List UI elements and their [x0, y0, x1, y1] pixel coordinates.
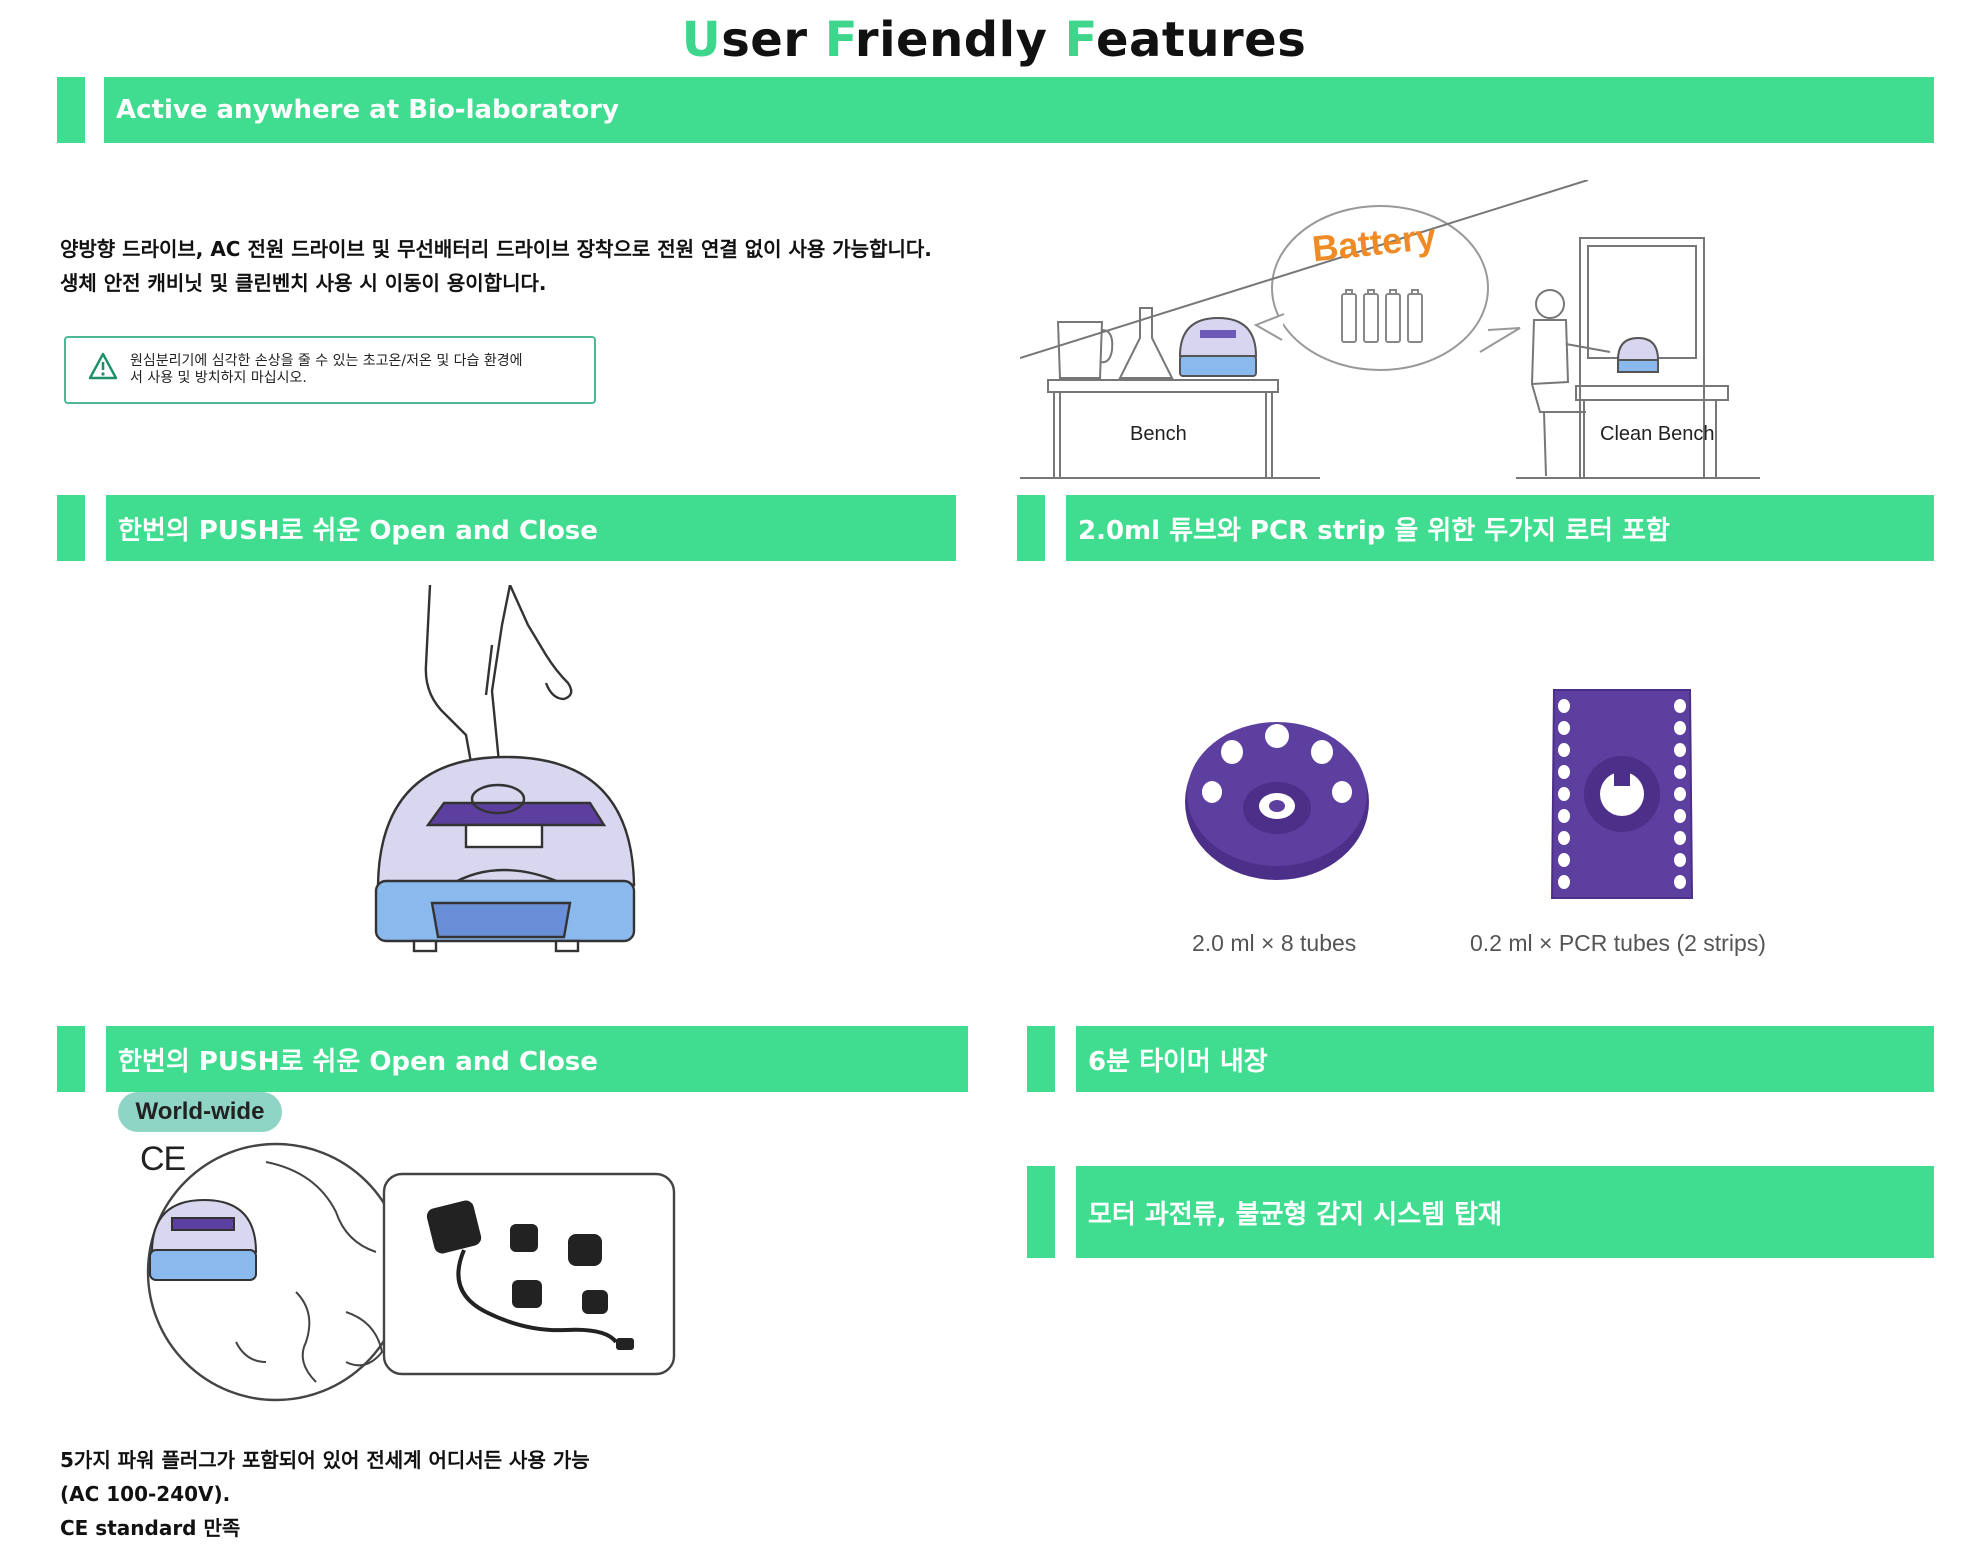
- section3-header: 2.0ml 튜브와 PCR strip 을 위한 두가지 로터 포함: [1066, 495, 1934, 561]
- warning-icon: [88, 352, 118, 380]
- battery-speech-bubble: [1253, 205, 1521, 371]
- section2-header: 한번의 PUSH로 쉬운 Open and Close: [106, 495, 956, 561]
- rotor-pcr-strips-image: [1550, 689, 1694, 899]
- bench-centrifuge: [1178, 316, 1258, 377]
- page-title: User Friendly Features: [681, 12, 1307, 68]
- world-globe-illustration: [146, 1142, 676, 1402]
- section1-line2: 생체 안전 캐비닛 및 클린벤치 사용 시 이동이 용이합니다.: [60, 271, 547, 295]
- section3-header-marker: [1017, 495, 1045, 561]
- ce-mark: CE: [140, 1140, 186, 1178]
- power-adapter-plugs: [426, 1200, 634, 1350]
- warning-line1: 원심분리기에 심각한 손상을 줄 수 있는 초고온/저온 및 다습 환경에: [130, 353, 523, 369]
- section4-description: 5가지 파워 플러그가 포함되어 있어 전세계 어디서든 사용 가능 (AC 1…: [60, 1443, 590, 1545]
- warning-box: 원심분리기에 심각한 손상을 줄 수 있는 초고온/저온 및 다습 환경에 서 …: [64, 336, 596, 404]
- section1-line1: 양방향 드라이브, AC 전원 드라이브 및 무선배터리 드라이브 장착으로 전…: [60, 237, 932, 261]
- world-wide-badge: World-wide: [118, 1092, 282, 1132]
- globe-centrifuge: [149, 1198, 258, 1281]
- section6-header: 모터 과전류, 불균형 감지 시스템 탑재: [1076, 1166, 1934, 1258]
- section4-line2: (AC 100-240V).: [60, 1482, 231, 1506]
- push-illustration: [374, 585, 636, 953]
- bench-label: Bench: [1130, 423, 1187, 445]
- section5-header: 6분 타이머 내장: [1076, 1026, 1934, 1092]
- clean-bench-drawing: [1020, 180, 1760, 479]
- section1-description: 양방향 드라이브, AC 전원 드라이브 및 무선배터리 드라이브 장착으로 전…: [60, 232, 1020, 300]
- battery-icon: [1341, 289, 1423, 343]
- clean-bench-label: Clean Bench: [1600, 423, 1715, 445]
- section2-header-marker: [57, 495, 85, 561]
- section4-line1: 5가지 파워 플러그가 포함되어 있어 전세계 어디서든 사용 가능: [60, 1448, 590, 1472]
- centrifuge-drawing: [374, 755, 636, 953]
- rotor-8-tubes-caption: 2.0 ml × 8 tubes: [1192, 930, 1357, 956]
- section1-header-marker: [57, 77, 85, 143]
- section5-header-marker: [1027, 1026, 1055, 1092]
- rotor-8-tubes-image: [1185, 722, 1369, 880]
- lab-illustration: [1020, 180, 1760, 479]
- section4-header-marker: [57, 1026, 85, 1092]
- section4-header: 한번의 PUSH로 쉬운 Open and Close: [106, 1026, 968, 1092]
- section6-header-marker: [1027, 1166, 1055, 1258]
- section1-header: Active anywhere at Bio-laboratory: [104, 77, 1934, 143]
- bench-drawing: [1020, 307, 1320, 479]
- rotor-pcr-strips-caption: 0.2 ml × PCR tubes (2 strips): [1470, 930, 1766, 956]
- section4-line3: CE standard 만족: [60, 1516, 241, 1540]
- clean-bench-centrifuge: [1616, 336, 1660, 373]
- warning-line2: 서 사용 및 방치하지 마십시오.: [130, 370, 307, 386]
